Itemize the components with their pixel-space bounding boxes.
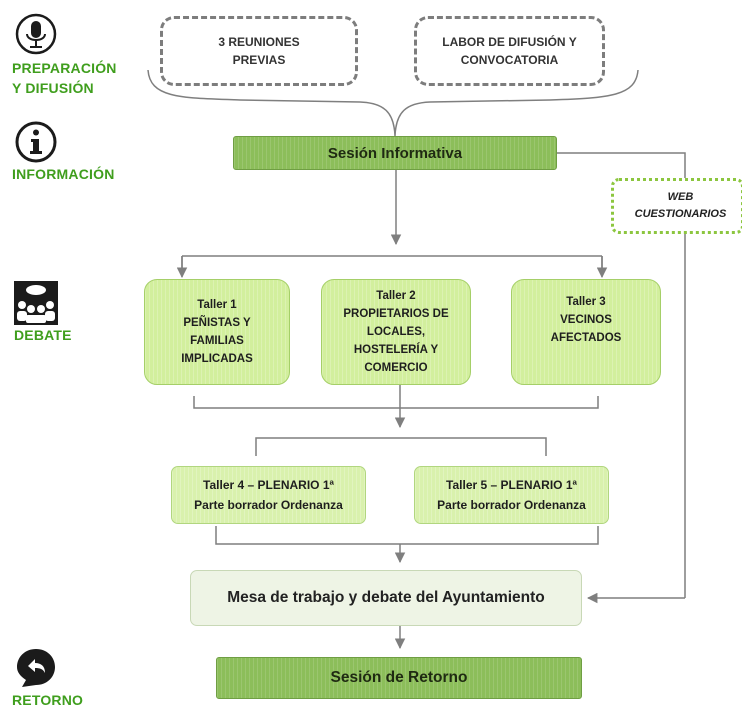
stage-label-informacion: INFORMACIÓN [12,166,115,182]
stage-label-debate: DEBATE [14,327,72,343]
info-icon [15,121,57,163]
box-reuniones-previas: 3 REUNIONES PREVIAS [160,16,358,86]
connector-split-plenarios [255,437,547,456]
connector-split-talleres [181,255,603,276]
box-sesion-informativa: Sesión Informativa [233,136,557,170]
box-web-cuestionarios: WEB CUESTIONARIOS [611,178,742,234]
microphone-icon [15,13,57,55]
connector-web-loop [557,152,686,598]
connector-talleres-merge [193,384,599,409]
box-labor-difusion: LABOR DE DIFUSIÓN Y CONVOCATORIA [414,16,605,86]
box-taller-4-plenario: Taller 4 – PLENARIO 1ª Parte borrador Or… [171,466,366,524]
box-mesa-trabajo: Mesa de trabajo y debate del Ayuntamient… [190,570,582,626]
box-taller-1: Taller 1 PEÑISTAS Y FAMILIAS IMPLICADAS [144,279,290,385]
stage-label-retorno: RETORNO [12,692,84,708]
box-taller-5-plenario: Taller 5 – PLENARIO 1ª Parte borrador Or… [414,466,609,524]
stage-label-preparacion: PREPARACIÓN Y DIFUSIÓN [12,60,117,96]
people-discussion-icon [14,281,58,325]
box-sesion-retorno: Sesión de Retorno [216,657,582,699]
box-taller-3: Taller 3 VECINOS AFECTADOS [511,279,661,385]
return-arrow-icon [17,649,55,687]
box-taller-2: Taller 2 PROPIETARIOS DE LOCALES, HOSTEL… [321,279,471,385]
connector-plenarios-merge [215,526,599,545]
